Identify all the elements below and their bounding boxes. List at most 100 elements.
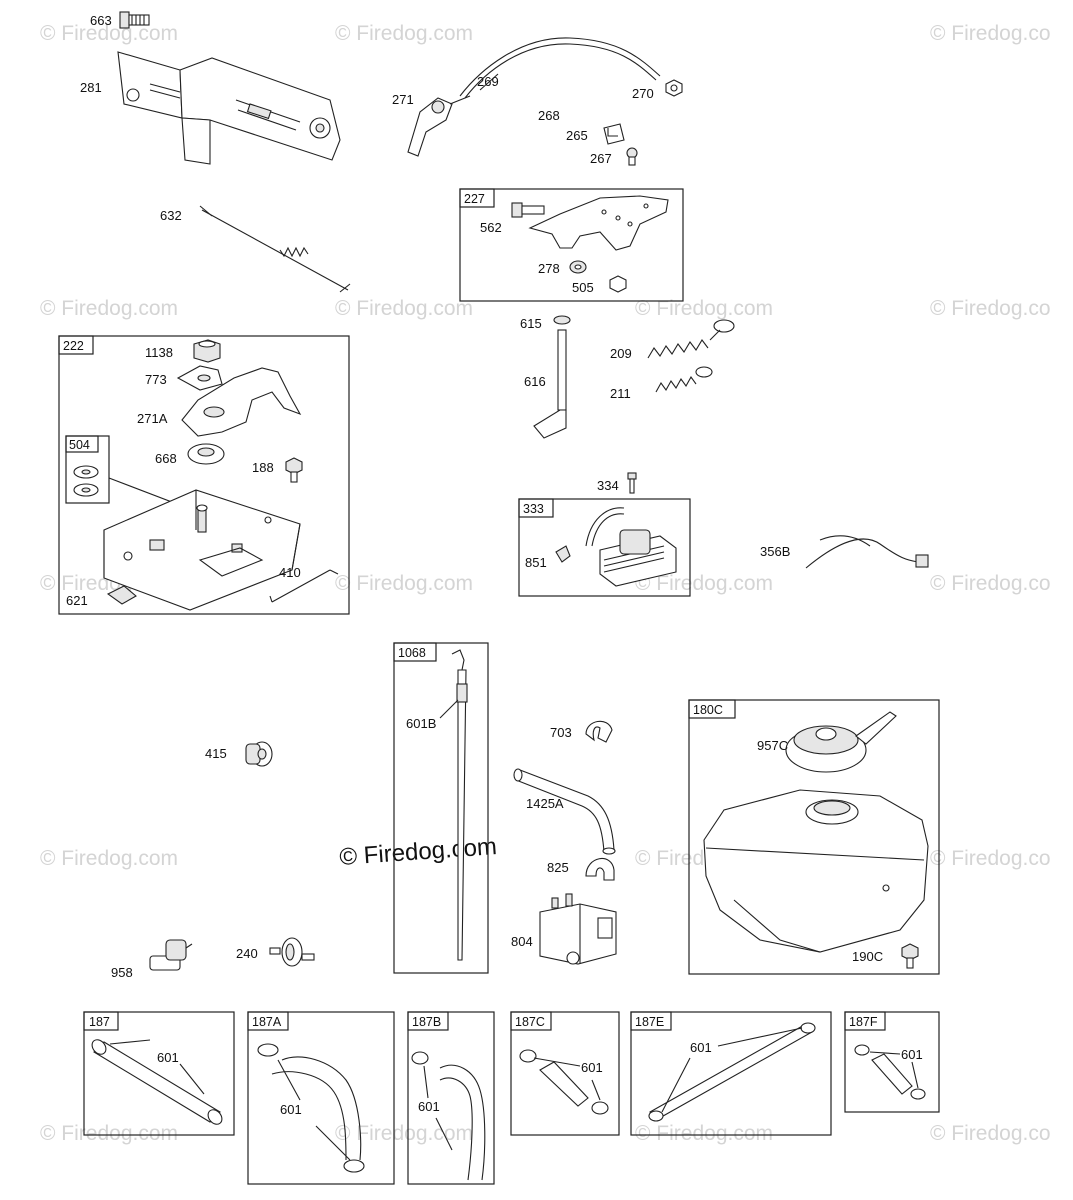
part-271a-lever[interactable] [181,367,302,437]
part-663-bolt[interactable] [119,11,150,29]
part-190c-screw[interactable] [901,943,919,969]
callout-334: 334 [597,478,619,493]
part-505-nut[interactable] [609,275,627,293]
part-668-washer[interactable] [187,443,225,465]
part-851-terminal[interactable] [555,545,571,563]
part-188-screw[interactable] [285,457,303,483]
box-333-label: 333 [523,502,544,516]
part-268-cable[interactable] [449,37,661,105]
watermark: © Firedog.com [335,297,473,320]
part-281-bracket[interactable] [117,51,341,165]
part-334-screw[interactable] [627,472,637,494]
watermark: © Firedog.com [335,572,473,595]
callout-188: 188 [252,460,274,475]
callout-703: 703 [550,725,572,740]
part-703-clamp[interactable] [585,720,613,743]
callout-601b: 601B [406,716,436,731]
watermark: © Firedog.com [635,1122,773,1145]
callout-804: 804 [511,934,533,949]
callout-615: 615 [520,316,542,331]
part-1425a-hose[interactable] [513,768,616,855]
box-227 [459,188,684,302]
part-615-washer[interactable] [553,315,571,325]
callout-773: 773 [145,372,167,387]
callout-190c: 190C [852,949,883,964]
box-187a [247,1011,395,1185]
callout-267: 267 [590,151,612,166]
box-180c [688,699,940,975]
callout-601-187e: 601 [690,1040,712,1055]
part-356b-wire[interactable] [805,535,929,569]
part-562-bolt[interactable] [511,202,545,218]
watermark: © Firedog.com [335,1122,473,1145]
box-222-label: 222 [63,339,84,353]
part-601-hose-187c[interactable] [519,1049,609,1115]
center-watermark: © Firedog.com [339,833,498,871]
callout-601-187f: 601 [901,1047,923,1062]
callout-601-187: 601 [157,1050,179,1065]
watermark: © Firedog.com [40,297,178,320]
part-265-clip[interactable] [603,123,625,145]
part-211-spring[interactable] [655,366,713,393]
callout-281: 281 [80,80,102,95]
part-1138-nut[interactable] [193,339,221,363]
part-773-washer[interactable] [176,365,223,391]
box-187e [630,1011,832,1136]
part-209-spring[interactable] [647,319,735,359]
part-410-link[interactable] [269,569,339,603]
part-601b-dipstick[interactable] [439,649,468,961]
part-958-valve[interactable] [149,939,193,971]
callout-278: 278 [538,261,560,276]
callout-621: 621 [66,593,88,608]
callout-505: 505 [572,280,594,295]
part-957c-fuel-cap[interactable] [785,711,897,773]
callout-601-187c: 601 [581,1060,603,1075]
part-271-lever[interactable] [407,97,453,157]
callout-616: 616 [524,374,546,389]
callout-209: 209 [610,346,632,361]
box-187 [83,1011,235,1136]
part-804-fuel-shutoff[interactable] [539,893,617,965]
callout-562: 562 [480,220,502,235]
callout-668: 668 [155,451,177,466]
part-504-washers[interactable] [73,465,99,497]
part-601-hose-187b[interactable] [411,1051,486,1181]
part-240-fuel-filter[interactable] [269,937,315,967]
part-601-hose-187f[interactable] [854,1044,926,1100]
part-601-hose-187[interactable] [89,1037,224,1127]
part-270-nut[interactable] [665,79,683,97]
callout-270: 270 [632,86,654,101]
callout-240: 240 [236,946,258,961]
part-333-ignition-coil[interactable] [585,507,677,587]
part-616-shaft[interactable] [533,329,567,439]
callout-1425a: 1425A [526,796,564,811]
part-632-link[interactable] [199,205,351,293]
watermark: © Firedog.com [635,297,773,320]
part-825-elbow[interactable] [585,857,615,881]
box-504-label: 504 [69,438,90,452]
box-187b [407,1011,495,1185]
part-180c-fuel-tank[interactable] [703,789,929,953]
box-187b-label: 187B [412,1015,441,1029]
part-222-control-plate[interactable] [103,489,301,611]
part-601-hose-187e[interactable] [648,1022,816,1122]
watermark: © Firedog.co [930,297,1051,320]
part-227-bracket[interactable] [528,195,669,251]
part-601-hose-187a[interactable] [257,1043,365,1173]
callout-356b: 356B [760,544,790,559]
box-1068 [393,642,489,974]
box-187a-label: 187A [252,1015,282,1029]
callout-211: 211 [610,386,631,401]
box-222 [58,335,350,615]
part-621-clip[interactable] [106,585,137,605]
part-415-grommet[interactable] [245,741,273,767]
box-187c-label: 187C [515,1015,545,1029]
box-187e-label: 187E [635,1015,664,1029]
box-1068-label: 1068 [398,646,426,660]
box-187f-label: 187F [849,1015,878,1029]
callout-410: 410 [279,565,301,580]
part-278-washer[interactable] [569,260,587,274]
part-267-screw[interactable] [626,147,638,166]
watermark: © Firedog.com [40,1122,178,1145]
